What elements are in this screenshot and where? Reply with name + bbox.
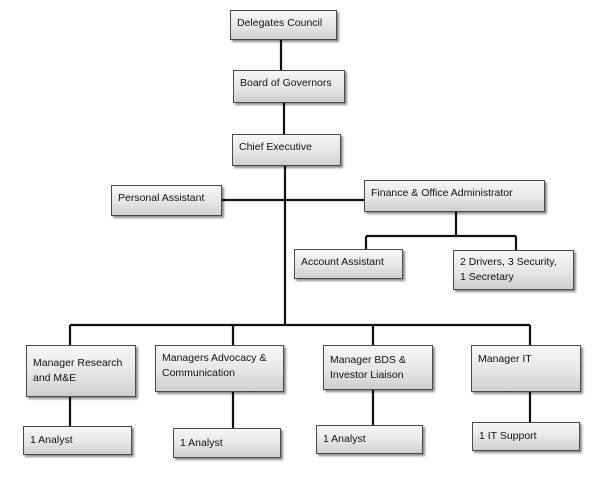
manager-research-line2: and M&E <box>33 372 77 384</box>
board-of-governors-box: Board of Governors <box>233 70 345 103</box>
analyst-advocacy-box: 1 Analyst <box>173 428 281 458</box>
account-assistant-box: Account Assistant <box>294 249 403 279</box>
drivers-security-secretary-box: 2 Drivers, 3 Security, 1 Secretary <box>453 250 574 290</box>
it-support-box: 1 IT Support <box>472 422 580 451</box>
manager-it-label: Manager IT <box>478 353 532 365</box>
finance-office-administrator-label: Finance & Office Administrator <box>371 187 513 199</box>
manager-it-box: Manager IT <box>471 345 581 392</box>
chief-executive-label: Chief Executive <box>239 141 312 153</box>
analyst-bds-box: 1 Analyst <box>316 425 423 454</box>
drivers-security-line1: 2 Drivers, 3 Security, <box>460 256 557 268</box>
account-assistant-label: Account Assistant <box>301 256 384 268</box>
finance-office-administrator-box: Finance & Office Administrator <box>364 180 545 212</box>
manager-bds-line2: Investor Liaison <box>330 369 404 381</box>
chief-executive-box: Chief Executive <box>232 134 341 166</box>
managers-advocacy-line2: Communication <box>162 367 235 379</box>
delegates-council-label: Delegates Council <box>237 17 323 29</box>
drivers-security-line2: 1 Secretary <box>460 271 514 283</box>
managers-advocacy-box: Managers Advocacy & Communication <box>155 345 284 392</box>
manager-research-line1: Manager Research <box>33 357 123 369</box>
manager-research-box: Manager Research and M&E <box>26 345 136 397</box>
analyst-research-label: 1 Analyst <box>30 434 73 446</box>
board-of-governors-label: Board of Governors <box>240 77 332 89</box>
analyst-research-box: 1 Analyst <box>23 426 132 455</box>
personal-assistant-label: Personal Assistant <box>118 192 205 204</box>
analyst-bds-label: 1 Analyst <box>323 433 366 445</box>
delegates-council-box: Delegates Council <box>230 10 337 40</box>
managers-advocacy-line1: Managers Advocacy & <box>162 352 267 364</box>
analyst-advocacy-label: 1 Analyst <box>180 437 223 449</box>
manager-bds-box: Manager BDS & Investor Liaison <box>323 345 433 390</box>
manager-bds-line1: Manager BDS & <box>330 354 406 366</box>
it-support-label: 1 IT Support <box>479 430 537 442</box>
personal-assistant-box: Personal Assistant <box>111 185 222 216</box>
